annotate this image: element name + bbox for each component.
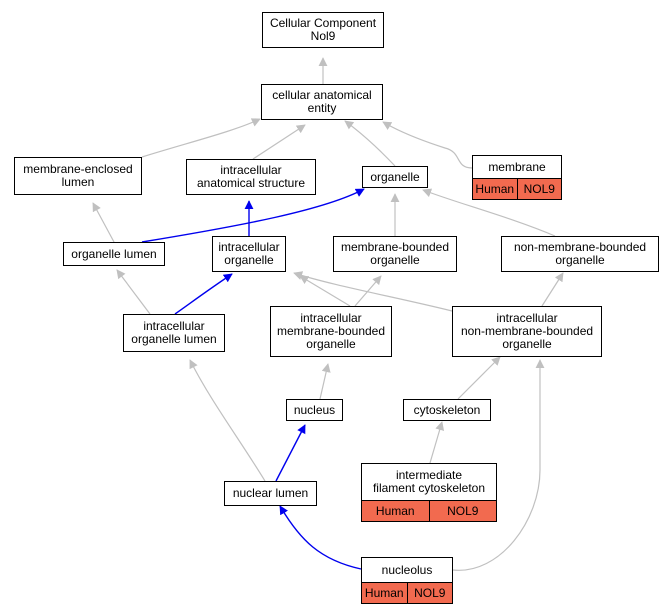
node-label: nucleus [287,400,342,420]
node-organelle[interactable]: organelle [362,166,428,188]
edge-is-a-cytoskeleton-to-intracellular-non-membrane-bounded-organelle [457,356,501,400]
edge-is-a-intracellular-organelle-lumen-to-organelle-lumen [116,269,151,315]
node-label-line: non-membrane-bounded [460,324,594,338]
edge-is-a-intracellular-non-membrane-bounded-organelle-to-non-membrane-bounded-organelle [541,272,564,307]
edge-is-a-organelle-to-cellular-anatomical-entity [344,120,396,167]
node-label-line: nuclear lumen [232,486,309,500]
edge-part-of-organelle-lumen-to-organelle [141,188,365,243]
node-label-line: organelle [370,253,420,267]
species-badge[interactable]: Human [473,179,517,199]
edge-is-a-membrane-to-cellular-anatomical-entity [382,121,473,169]
gene-badge[interactable]: NOL9 [428,501,496,521]
node-label-line: nucleolus [381,562,433,577]
node-label-line: organelle [370,169,420,184]
node-nucleus[interactable]: nucleus [286,399,343,421]
edge-is-a-intracellular-non-membrane-bounded-organelle-to-intracellular-organelle [293,271,453,312]
node-label-line: organelle [306,337,356,351]
node-label-line: filament cytoskeleton [372,481,486,495]
node-label-line: Cellular Component [269,16,377,30]
edge-is-a-organelle-lumen-to-membrane-enclosed-lumen [92,202,115,243]
node-organelle-lumen[interactable]: organelle lumen [63,242,165,266]
node-label: organelle lumen [64,243,164,265]
node-label-line: cytoskeleton [413,402,481,417]
edge-is-a-intracellular-anatomical-structure-to-cellular-anatomical-entity [252,124,306,160]
edge-is-a-membrane-enclosed-lumen-to-cellular-anatomical-entity [141,118,261,158]
node-label-line: membrane-bounded [276,324,386,338]
node-label: nucleolus [362,558,452,582]
node-label: organelle [363,167,427,187]
node-label-line: lumen [61,175,95,189]
species-badge[interactable]: Human [362,583,407,603]
node-label-line: anatomical structure [196,176,306,190]
node-label: cytoskeleton [404,400,490,420]
species-badge[interactable]: Human [362,501,429,521]
node-label-line: intermediate [395,468,463,482]
node-label-line: intracellular [143,319,205,333]
node-label-line: intracellular [220,163,282,177]
node-label-line: cellular anatomical [272,88,372,102]
edge-part-of-nucleolus-to-nuclear-lumen [279,505,362,570]
node-label: nuclear lumen [225,482,316,505]
edge-is-a-non-membrane-bounded-organelle-to-organelle [422,188,556,237]
edge-is-a-intracellular-membrane-bounded-organelle-to-membrane-bounded-organelle [354,275,382,307]
node-label-line: intracellular [300,311,362,325]
edge-is-a-intermediate-filament-cytoskeleton-to-cytoskeleton [429,421,445,464]
node-label-line: organelle [502,337,552,351]
node-label-line: organelle lumen [131,332,217,346]
node-label-line: nucleus [293,402,336,417]
gene-badge[interactable]: NOL9 [406,583,452,603]
node-label-line: Nol9 [310,29,336,43]
edge-part-of-intracellular-organelle-lumen-to-intracellular-organelle [174,273,233,315]
node-label-line: non-membrane-bounded [513,240,647,254]
edge-is-a-intracellular-membrane-bounded-organelle-to-intracellular-organelle [299,275,351,307]
node-label-line: membrane-bounded [340,240,450,254]
node-label: membrane [473,156,561,178]
node-label-line: membrane [488,159,546,174]
edge-is-a-nucleolus-to-intracellular-non-membrane-bounded-organelle [452,359,545,571]
node-nuclear-lumen[interactable]: nuclear lumen [224,481,317,506]
edge-is-a-nuclear-lumen-to-intracellular-organelle-lumen [189,359,266,482]
node-label-line: organelle [555,253,605,267]
edge-part-of-nuclear-lumen-to-nucleus [275,424,306,482]
node-label-line: entity [307,101,337,115]
node-label-line: intracellular [218,240,280,254]
node-label-line: organelle [224,253,274,267]
node-label-line: membrane-enclosed [23,162,133,176]
gene-badge[interactable]: NOL9 [516,179,561,199]
node-label-line: intracellular [496,311,558,325]
node-label-line: organelle lumen [71,246,157,261]
edge-is-a-nucleus-to-intracellular-membrane-bounded-organelle [319,363,331,400]
node-cytoskeleton[interactable]: cytoskeleton [403,399,491,421]
